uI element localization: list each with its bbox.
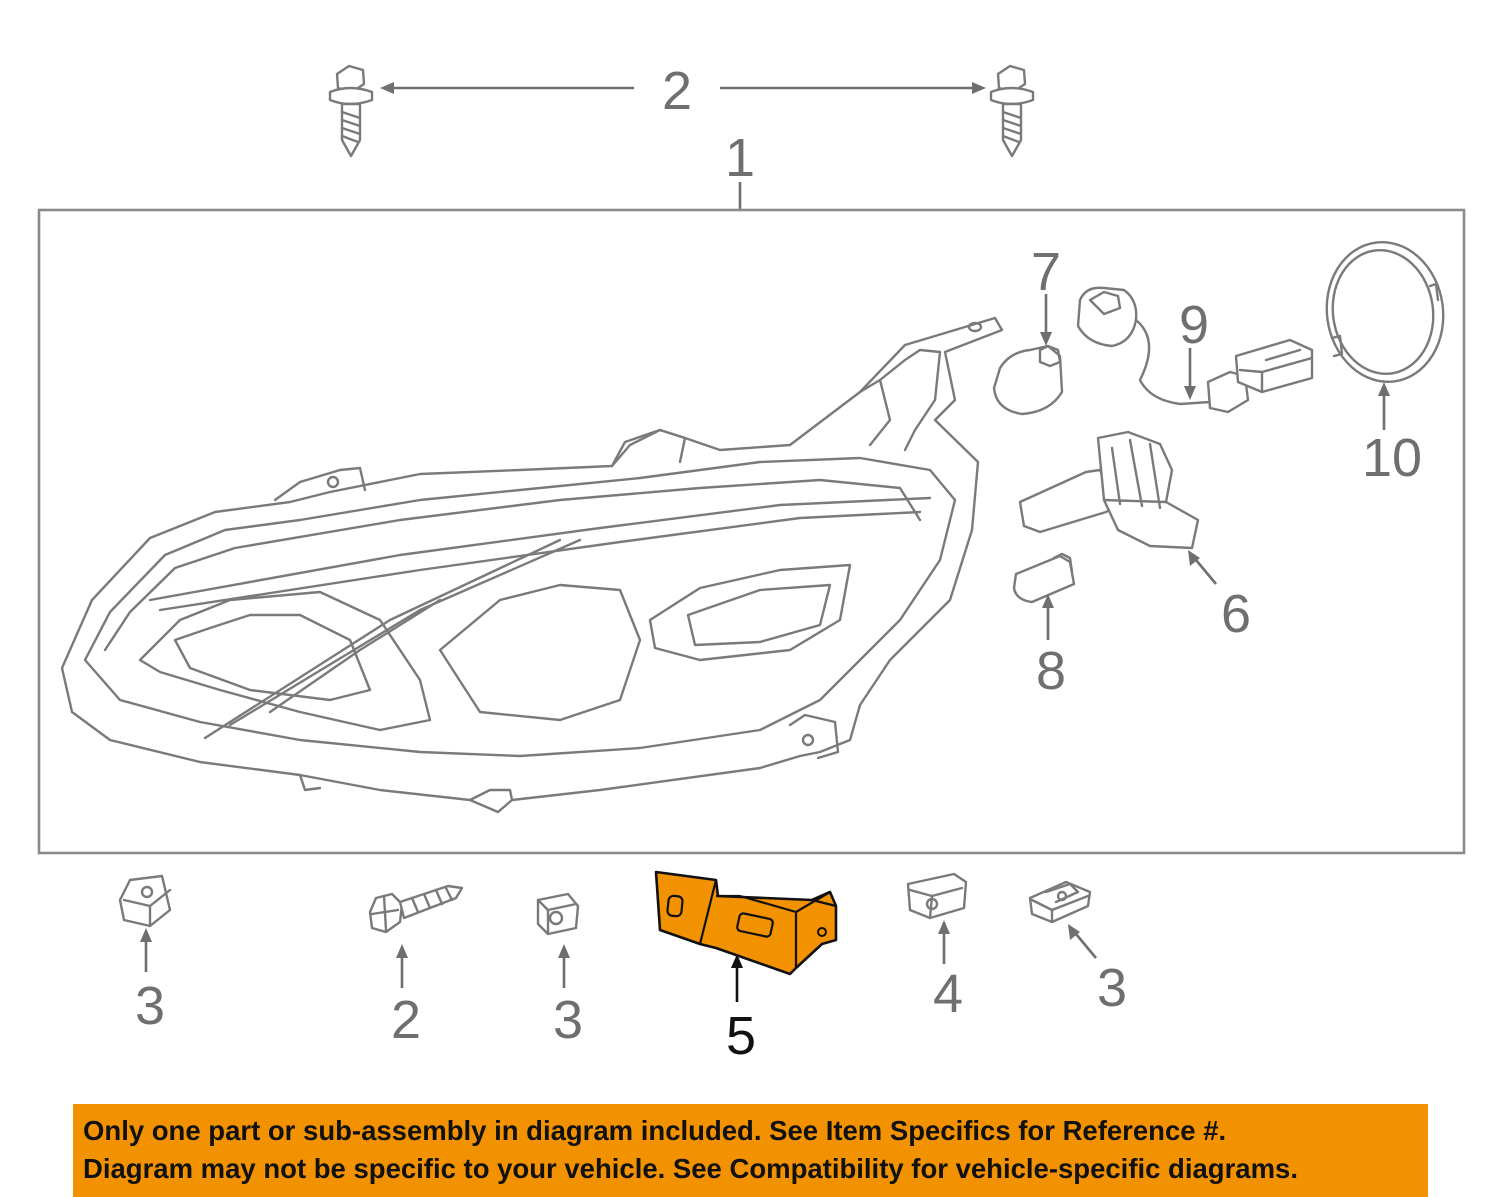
callout-arrows-2-top [380,82,986,94]
nut-3-mid [536,892,580,936]
notice-line-2: Diagram may not be specific to your vehi… [83,1153,1298,1184]
headlamp-housing [60,316,1004,814]
callout-2-bottom-arrowhead [396,944,408,958]
callout-6-arrowhead [1188,550,1200,566]
callout-6: 6 [1221,584,1251,644]
callout-3-right: 3 [1097,958,1127,1018]
clip-nut-3-right [1028,880,1092,924]
callout-1: 1 [725,128,755,188]
callout-3-left: 3 [135,976,165,1036]
callout-5-arrowhead [731,954,743,968]
callout-3-right-leader [1075,933,1097,959]
callout-3-right-arrowhead [1068,924,1080,940]
bulb-6 [1018,430,1200,550]
dust-cap-10 [1325,241,1445,383]
notice-banner: Only one part or sub-assembly in diagram… [73,1104,1428,1197]
callout-10: 10 [1362,428,1422,488]
top-left-bolt [328,64,374,158]
callout-4: 4 [933,964,963,1024]
callout-6-leader [1195,559,1217,585]
bolt-2-bottom [368,884,464,934]
bulb-8 [1012,552,1076,604]
callout-7-arrowhead [1040,332,1052,346]
callout-10-arrowhead [1378,382,1390,396]
clip-nut-3-left [118,874,172,928]
callout-4-arrowhead [938,920,950,934]
callout-8: 8 [1036,641,1066,701]
clip-4 [906,872,968,920]
callout-7: 7 [1031,242,1061,302]
callout-3-mid: 3 [553,990,583,1050]
callout-2-bottom: 2 [391,990,421,1050]
callout-9-arrowhead [1184,386,1196,400]
callout-5: 5 [726,1006,756,1066]
socket-harness-9 [1076,286,1314,414]
callout-2-top: 2 [662,61,692,121]
bracket-5-highlighted [654,870,838,976]
assembly-frame [37,208,1466,855]
callout-9: 9 [1179,295,1209,355]
callout-3-left-arrowhead [140,928,152,942]
callout-3-mid-arrowhead [558,944,570,958]
notice-line-1: Only one part or sub-assembly in diagram… [83,1115,1227,1146]
callout-8-arrowhead [1042,594,1054,608]
top-right-bolt [989,64,1035,158]
bulb-7 [992,344,1064,416]
